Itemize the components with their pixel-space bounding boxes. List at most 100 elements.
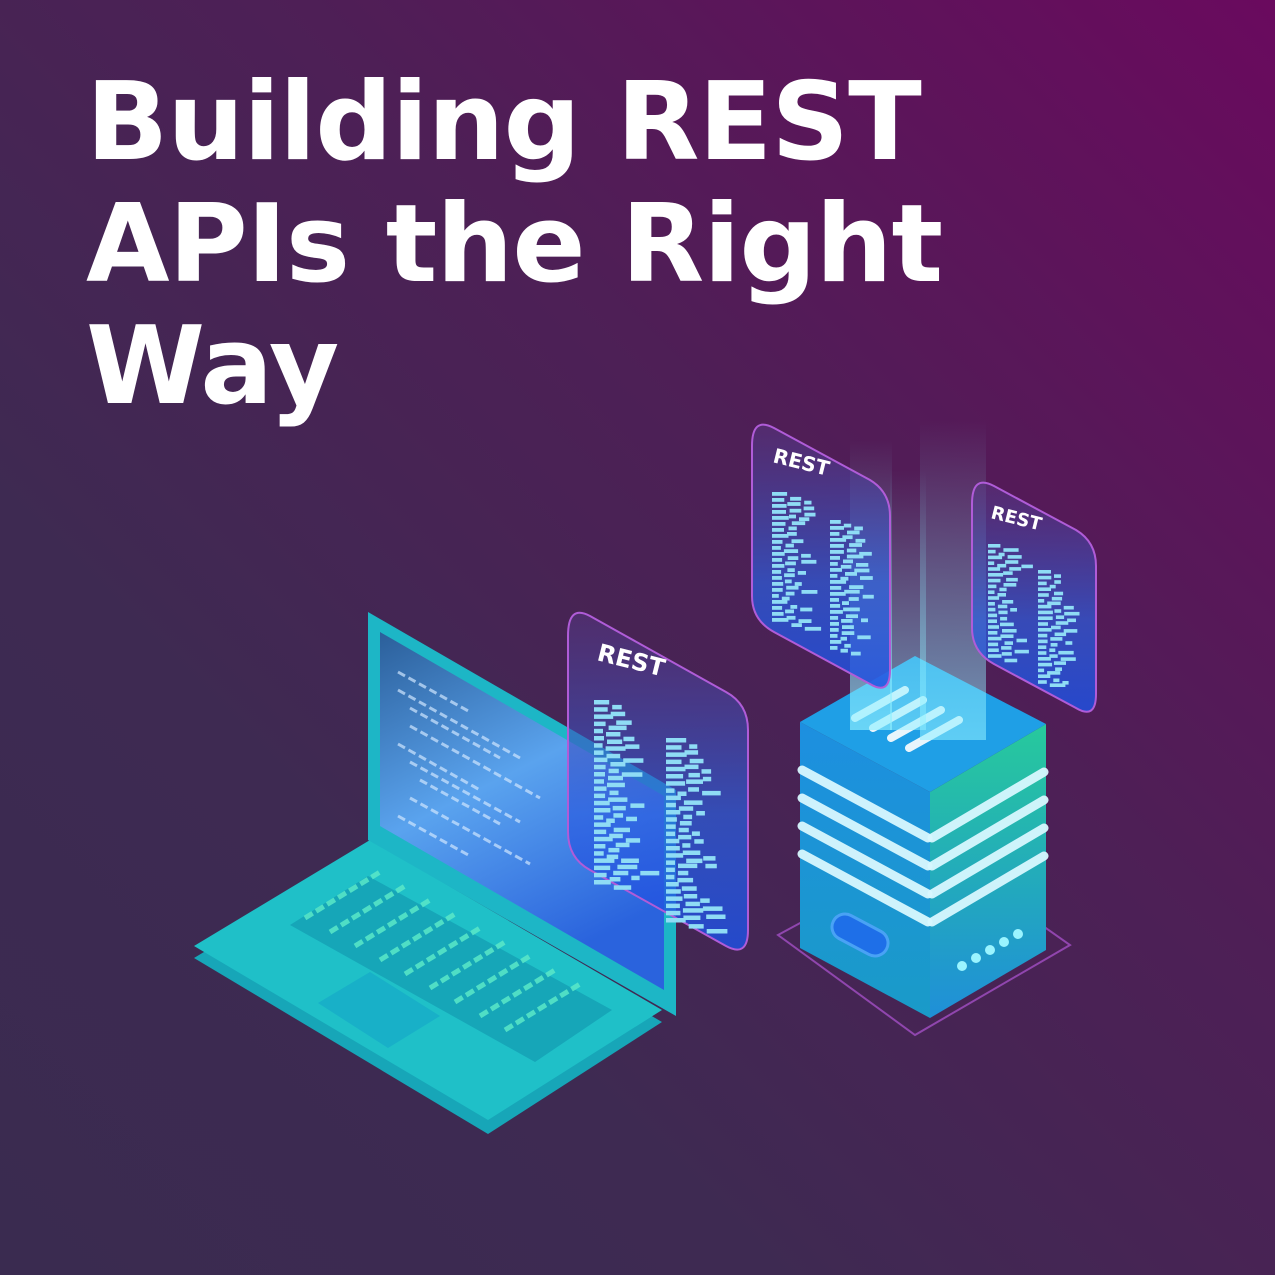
code-dash	[847, 530, 860, 535]
code-dash	[625, 838, 641, 843]
code-dash	[997, 593, 1006, 597]
code-dash	[594, 714, 614, 719]
code-dash	[988, 607, 996, 612]
code-dash	[786, 615, 796, 620]
code-dash	[666, 738, 687, 743]
code-dash	[856, 563, 869, 567]
code-dash	[840, 576, 849, 581]
code-dash	[610, 762, 626, 767]
code-dash	[1055, 621, 1069, 625]
code-dash	[594, 728, 603, 734]
code-dash	[1038, 599, 1045, 603]
code-dash	[678, 806, 694, 811]
code-dash	[1009, 567, 1022, 571]
code-dash	[612, 704, 622, 710]
code-dash	[621, 858, 639, 863]
code-dash	[623, 736, 635, 742]
server-front-face	[800, 722, 930, 1018]
code-dash	[830, 628, 839, 632]
code-dash	[1051, 596, 1063, 601]
code-dash	[830, 574, 838, 578]
code-dash	[1062, 681, 1069, 685]
code-dash	[854, 568, 870, 573]
server-status-leds	[957, 929, 1023, 971]
code-dash	[785, 609, 794, 614]
code-dash	[677, 877, 694, 883]
code-dash	[666, 882, 679, 887]
code-dash	[613, 813, 624, 818]
code-dash	[1038, 674, 1051, 678]
code-dash	[804, 512, 816, 517]
code-dash	[857, 635, 871, 640]
code-dash	[772, 546, 781, 550]
code-dash	[1005, 560, 1019, 564]
code-dash	[998, 552, 1005, 557]
code-dash	[841, 619, 853, 623]
code-dash	[1038, 657, 1051, 661]
code-dash	[608, 775, 623, 781]
code-dash	[1002, 600, 1014, 604]
code-dash	[861, 618, 868, 623]
code-dash	[1065, 641, 1073, 645]
code-dash	[772, 522, 786, 526]
code-dash	[845, 572, 857, 576]
code-dash	[791, 521, 806, 526]
code-dash	[789, 514, 796, 519]
code-dash	[631, 875, 640, 881]
code-dash	[678, 863, 698, 869]
code-dash	[1050, 643, 1058, 647]
laptop-icon	[194, 612, 676, 1134]
code-dash	[1007, 555, 1022, 559]
code-dash	[791, 539, 804, 544]
code-dash	[666, 766, 686, 772]
laptop-touchpad	[318, 972, 440, 1048]
code-dash	[772, 564, 785, 568]
code-dash	[666, 896, 683, 901]
code-dash	[666, 817, 677, 822]
code-dash	[830, 562, 838, 566]
code-dash	[842, 625, 854, 629]
code-dash	[830, 622, 839, 626]
code-dash	[683, 915, 701, 920]
rest-panel-right-code	[988, 544, 1080, 687]
code-dash	[1021, 564, 1033, 569]
title-line-1: Building REST	[86, 60, 922, 185]
code-dash	[830, 526, 844, 530]
code-dash	[666, 824, 676, 829]
code-dash	[1038, 645, 1047, 649]
code-dash	[845, 614, 858, 619]
code-dash	[1038, 628, 1052, 632]
code-dash	[830, 604, 841, 608]
code-dash	[846, 548, 857, 553]
code-dash	[682, 843, 691, 848]
code-dash	[606, 753, 621, 759]
code-dash	[772, 576, 782, 580]
code-dash	[998, 610, 1008, 615]
code-dash	[666, 831, 676, 837]
code-dash	[1049, 654, 1058, 658]
code-dash	[830, 610, 843, 614]
server-side-face	[930, 724, 1046, 1018]
code-dash	[1049, 683, 1066, 687]
code-dash	[797, 571, 806, 575]
rest-panel-top-code	[772, 492, 874, 656]
code-dash	[988, 544, 1001, 548]
code-dash	[1004, 658, 1018, 663]
code-dash	[1003, 571, 1013, 575]
code-dash	[606, 854, 619, 860]
code-dash	[988, 654, 1002, 658]
code-dash	[1038, 587, 1051, 591]
page-title: Building REST APIs the Right Way	[86, 62, 1086, 428]
code-dash	[1038, 651, 1047, 655]
code-dash	[616, 720, 632, 725]
code-dash	[772, 498, 785, 502]
code-dash	[609, 833, 623, 839]
code-dash	[1014, 649, 1029, 654]
code-dash	[705, 863, 717, 869]
rest-panel-front-code	[594, 700, 728, 934]
code-dash	[666, 781, 686, 786]
code-dash	[1038, 622, 1048, 626]
code-dash	[613, 885, 632, 890]
code-dash	[666, 788, 675, 793]
code-dash	[1054, 591, 1064, 596]
